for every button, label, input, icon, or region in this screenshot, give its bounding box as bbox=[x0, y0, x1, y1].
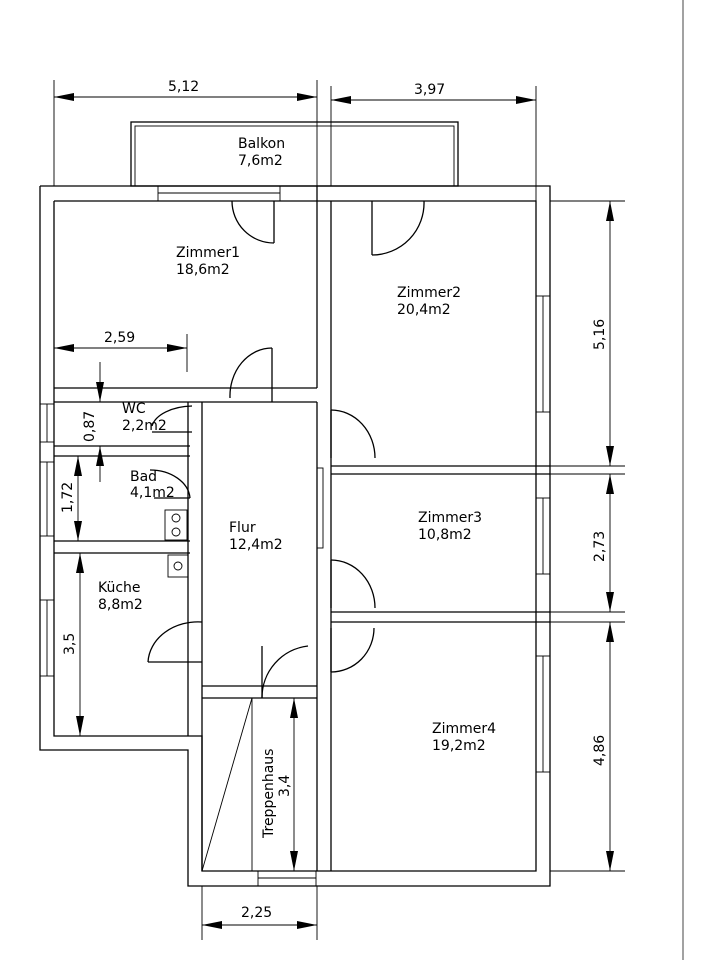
balkon-name: Balkon bbox=[238, 136, 285, 152]
dim-kueche-height: 3,5 bbox=[62, 633, 78, 655]
dim-top-right: 3,97 bbox=[414, 82, 445, 98]
flur-area: 12,4m2 bbox=[229, 537, 283, 553]
doors bbox=[147, 200, 425, 699]
windows bbox=[39, 295, 551, 887]
kueche-area: 8,8m2 bbox=[98, 597, 143, 613]
dim-wc-height: 0,87 bbox=[82, 411, 98, 442]
kueche-name: Küche bbox=[98, 580, 141, 596]
wc-area: 2,2m2 bbox=[122, 418, 167, 434]
zimmer4-area: 19,2m2 bbox=[432, 738, 486, 754]
interior-walls bbox=[54, 186, 625, 871]
zimmer4-name: Zimmer4 bbox=[432, 721, 496, 737]
dim-bad-height: 1,72 bbox=[60, 482, 76, 513]
dim-top-left: 5,12 bbox=[168, 79, 199, 95]
balkon-area: 7,6m2 bbox=[238, 153, 283, 169]
balcony bbox=[130, 121, 459, 202]
zimmer2-name: Zimmer2 bbox=[397, 285, 461, 301]
stairwell bbox=[201, 697, 253, 872]
dimension-lines bbox=[53, 80, 625, 940]
zimmer3-name: Zimmer3 bbox=[418, 510, 482, 526]
treppenhaus-dim: 3,4 bbox=[277, 775, 293, 797]
dim-right-top: 5,16 bbox=[592, 319, 608, 350]
outer-walls bbox=[39, 185, 551, 887]
dim-zimmer1-width: 2,59 bbox=[104, 330, 135, 346]
bad-area: 4,1m2 bbox=[130, 485, 175, 501]
flur-name: Flur bbox=[229, 520, 256, 536]
zimmer2-area: 20,4m2 bbox=[397, 302, 451, 318]
bad-name: Bad bbox=[130, 469, 157, 485]
dim-right-mid: 2,73 bbox=[592, 531, 608, 562]
treppenhaus-name: Treppenhaus bbox=[261, 749, 277, 839]
zimmer1-area: 18,6m2 bbox=[176, 262, 230, 278]
dim-right-bottom: 4,86 bbox=[592, 735, 608, 766]
zimmer1-name: Zimmer1 bbox=[176, 245, 240, 261]
zimmer3-area: 10,8m2 bbox=[418, 527, 472, 543]
wc-name: WC bbox=[122, 401, 146, 417]
dim-bottom: 2,25 bbox=[241, 905, 272, 921]
